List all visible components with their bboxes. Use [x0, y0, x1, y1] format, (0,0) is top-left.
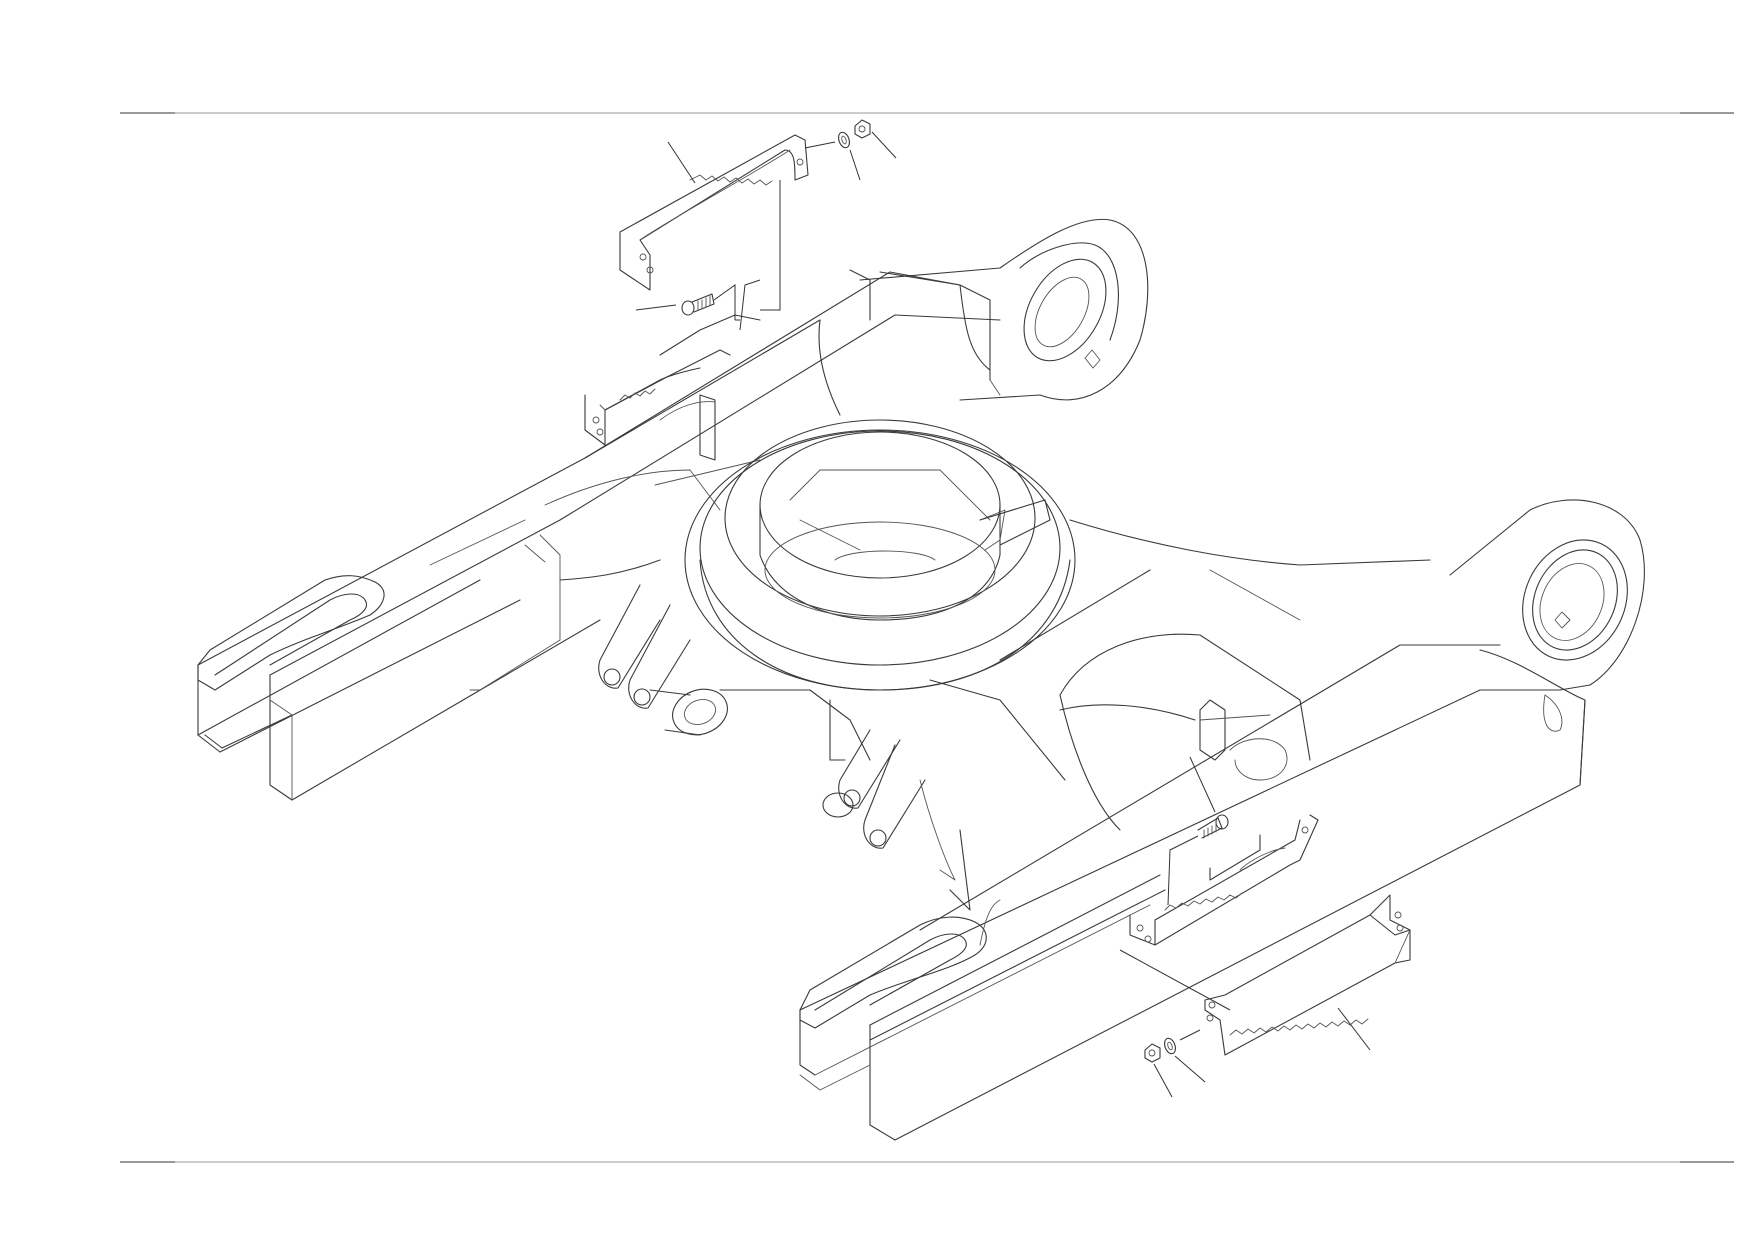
lower-lug-bracket [1449, 499, 1645, 786]
lower-nut-leader [1153, 1063, 1173, 1098]
page-frame [120, 112, 1734, 1163]
center-body [559, 519, 1431, 781]
upper-step-assembly [584, 119, 897, 461]
lower-step-mount [1129, 814, 1319, 946]
upper-step-mount [584, 279, 761, 461]
lower-washer-leader [1174, 1055, 1206, 1083]
lower-step-leader [1337, 1007, 1371, 1051]
lower-bolt [1197, 814, 1229, 839]
lower-bolt-leader [1189, 756, 1216, 813]
upper-step-leader [667, 141, 696, 184]
lower-step-plate [1204, 894, 1411, 1056]
lower-assembly-line-3 [1179, 1029, 1201, 1041]
top-rail-left [544, 314, 1001, 521]
side-frame-left [197, 271, 961, 801]
lower-nut [1144, 1043, 1161, 1063]
upper-lug-bracket [849, 218, 1149, 401]
lower-assembly-line-1 [1167, 835, 1199, 906]
upper-assembly-line-3 [713, 284, 736, 320]
track-frame [197, 218, 1645, 1141]
upper-nut-leader [871, 131, 897, 159]
upper-washer [838, 131, 850, 149]
lower-step-assembly [1119, 756, 1411, 1098]
upper-washer-leader [849, 149, 861, 181]
upper-assembly-line-1 [804, 141, 836, 149]
upper-step-plate [619, 134, 809, 291]
upper-bolt-leader [635, 304, 677, 311]
swing-bearing-mount [684, 419, 1076, 691]
clevis-brackets [598, 584, 971, 911]
lower-assembly-line-2 [1119, 949, 1231, 1011]
upper-nut [854, 119, 871, 139]
upper-bolt [681, 293, 715, 316]
lower-washer [1164, 1037, 1176, 1055]
upper-assembly-line-2 [760, 180, 781, 311]
frame-pocket-right [1059, 633, 1311, 831]
